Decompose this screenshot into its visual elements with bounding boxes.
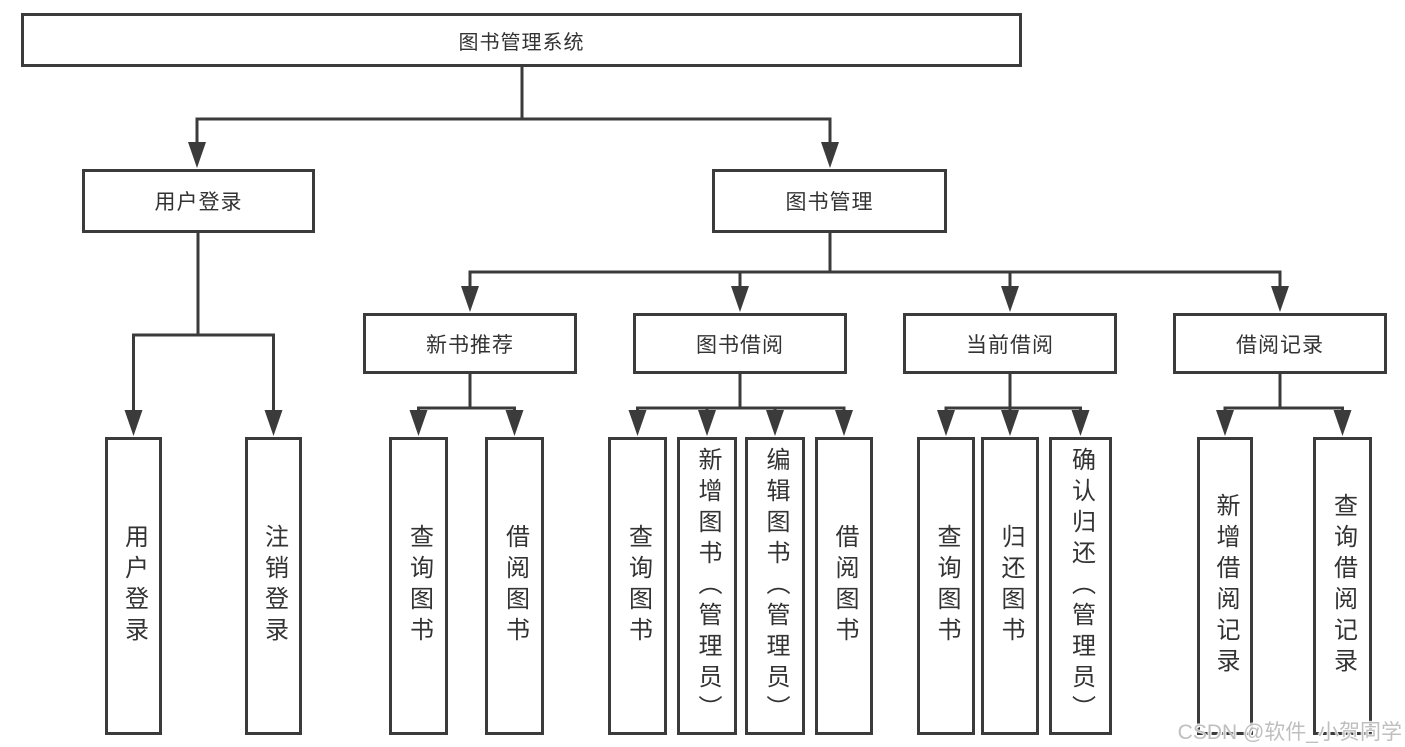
node-user-login: 用户登录 (82, 169, 315, 233)
leaf-br-add-record: 新增借阅记录 (1197, 437, 1253, 735)
leaf-bb-borrow-books-label: 借阅图书 (831, 524, 858, 648)
leaf-bb-add-books-admin-label: 新增图书（管理员） (694, 446, 721, 726)
leaf-bb-add-books-admin: 新增图书（管理员） (677, 437, 737, 735)
node-borrow-records: 借阅记录 (1173, 313, 1387, 374)
connector-root-to-level2 (188, 66, 839, 168)
leaf-bb-query-books: 查询图书 (608, 437, 667, 735)
leaf-bb-query-books-label: 查询图书 (624, 524, 652, 648)
leaf-user-login-label: 用户登录 (120, 524, 148, 648)
leaf-cb-confirm-return-admin: 确认归还（管理员） (1049, 437, 1112, 735)
node-current-borrow-label: 当前借阅 (966, 333, 1054, 357)
leaf-nb-borrow-books-label: 借阅图书 (501, 524, 529, 648)
connector-current-borrow-group (937, 374, 1090, 436)
node-root-label: 图书管理系统 (458, 31, 585, 54)
connector-new-book-group (409, 374, 524, 436)
leaf-bb-borrow-books: 借阅图书 (815, 437, 873, 735)
leaf-nb-query-books-label: 查询图书 (405, 524, 433, 648)
node-book-management: 图书管理 (712, 169, 947, 233)
node-book-borrow-label: 图书借阅 (696, 333, 784, 357)
leaf-cb-query-books-label: 查询图书 (933, 524, 960, 648)
leaf-br-query-record-label: 查询借阅记录 (1329, 493, 1357, 679)
leaf-logout: 注销登录 (245, 437, 302, 735)
leaf-cb-confirm-return-admin-label: 确认归还（管理员） (1067, 446, 1095, 726)
leaf-bb-edit-books-admin: 编辑图书（管理员） (745, 437, 805, 735)
leaf-nb-query-books: 查询图书 (389, 437, 448, 735)
node-new-book-recommend: 新书推荐 (363, 313, 577, 374)
node-current-borrow: 当前借阅 (903, 313, 1117, 374)
connector-book-borrow-group (628, 374, 853, 436)
node-new-book-recommend-label: 新书推荐 (426, 333, 514, 357)
leaf-user-login: 用户登录 (105, 437, 162, 735)
leaf-logout-label: 注销登录 (260, 524, 288, 648)
leaf-cb-query-books: 查询图书 (917, 437, 975, 735)
leaf-br-add-record-label: 新增借阅记录 (1212, 493, 1239, 679)
leaf-cb-return-books: 归还图书 (981, 437, 1039, 735)
node-book-borrow: 图书借阅 (633, 313, 847, 374)
connector-user-login-group (124, 233, 283, 436)
node-book-management-label: 图书管理 (785, 191, 874, 214)
connector-borrow-records-group (1216, 374, 1352, 436)
leaf-nb-borrow-books: 借阅图书 (485, 437, 544, 735)
leaf-br-query-record: 查询借阅记录 (1313, 437, 1372, 735)
node-root: 图书管理系统 (21, 13, 1022, 67)
leaf-bb-edit-books-admin-label: 编辑图书（管理员） (762, 446, 789, 726)
node-user-login-label: 用户登录 (154, 191, 243, 214)
node-borrow-records-label: 借阅记录 (1236, 333, 1324, 357)
leaf-cb-return-books-label: 归还图书 (997, 524, 1024, 648)
watermark: CSDN @软件_小贺同学 (1177, 721, 1402, 744)
connector-book-management-to-level3 (461, 233, 1289, 312)
